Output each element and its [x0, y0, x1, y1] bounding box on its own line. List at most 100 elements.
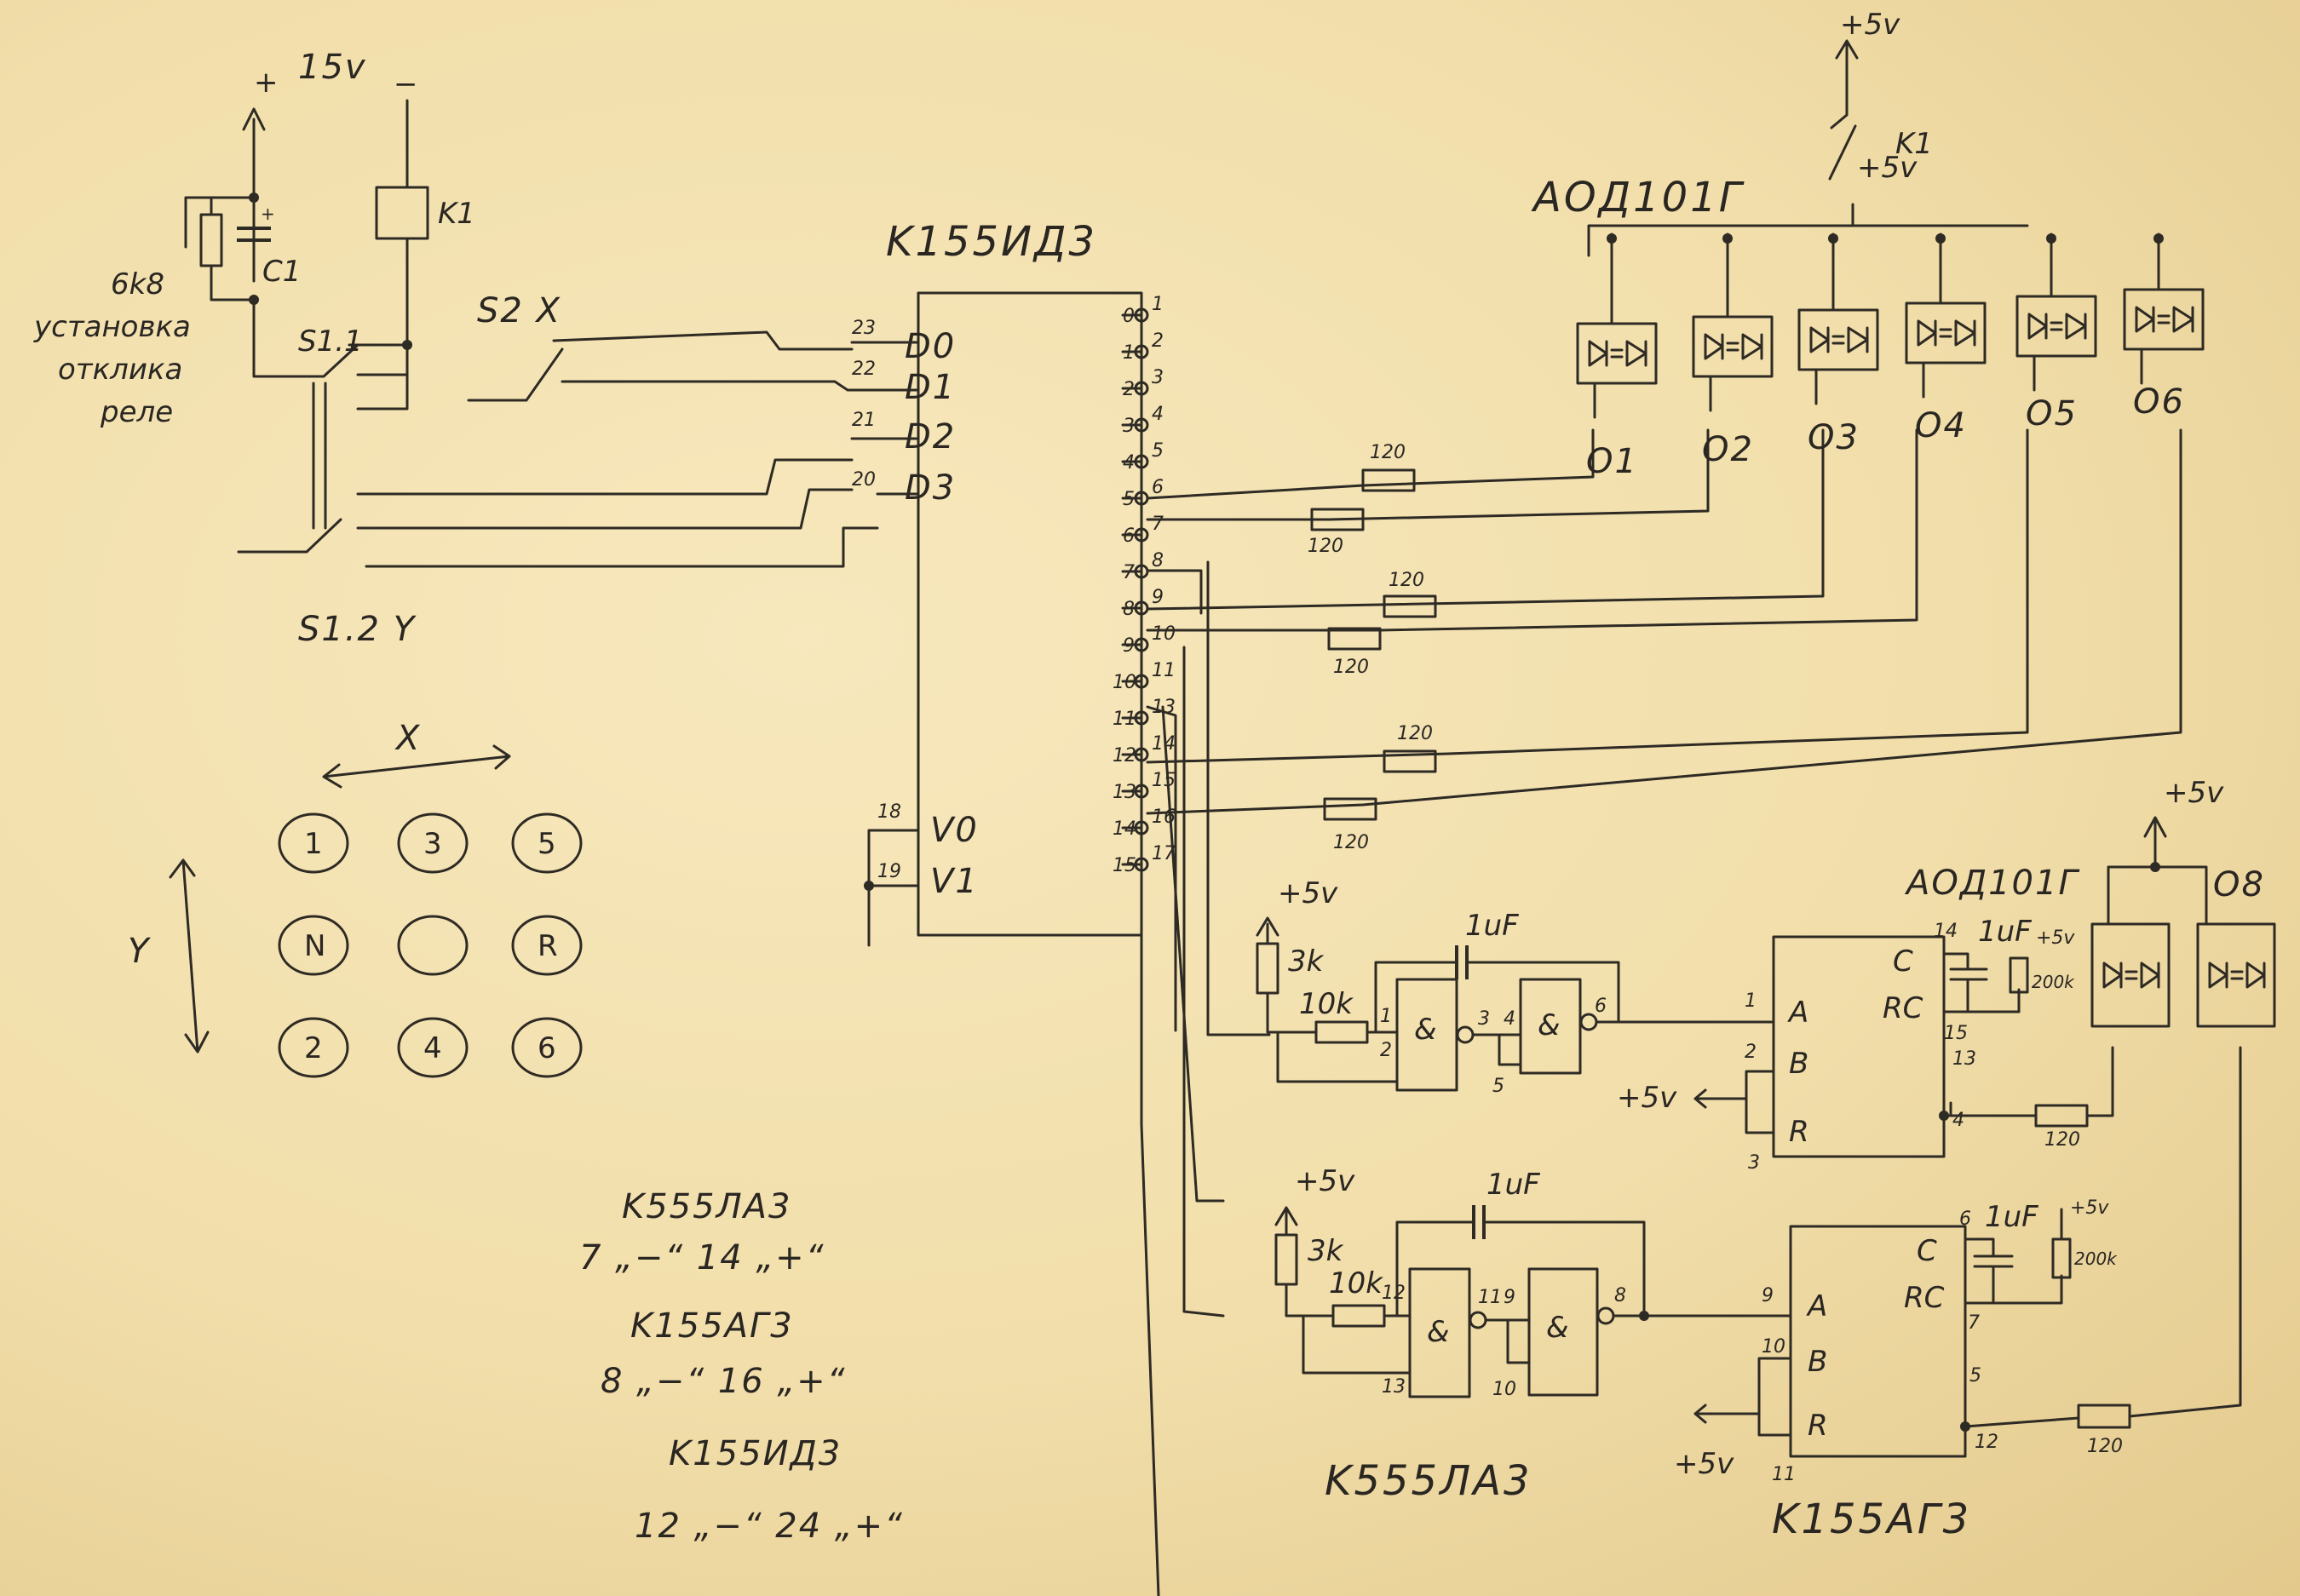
light-arrow-icon: [2157, 314, 2171, 324]
gate-pin: 6: [1595, 996, 1607, 1017]
ag3-pin-number: 3: [1748, 1152, 1760, 1174]
monostable-stage-1: +5v 3k 10k 1uF & & 1 2 3 4 5 6 A B R C R…: [1206, 560, 2114, 1174]
optocoupler-package: [2015, 295, 2097, 358]
keypad-button[interactable]: 3: [397, 812, 469, 874]
led-resistor-label: 120: [2087, 1436, 2123, 1457]
timing-capacitor: [1964, 1237, 2014, 1305]
output-bubble: [1134, 527, 1149, 543]
ag3-pin-number: 1: [1745, 990, 1757, 1012]
keypad-button[interactable]: [397, 915, 469, 976]
button-circle: [397, 915, 469, 976]
optocoupler-package: [1576, 322, 1658, 385]
series-label: 10k: [1329, 1266, 1383, 1300]
keypad-button[interactable]: 2: [278, 1017, 349, 1078]
button-circle: [511, 915, 583, 976]
decoder-output-pin: 8: [1152, 550, 1164, 571]
led-resistor-label: 120: [2044, 1129, 2080, 1151]
decoder-output-pin: 11: [1152, 660, 1176, 681]
keypad-button[interactable]: 6: [511, 1017, 583, 1078]
led-resistor: [1383, 749, 1437, 773]
optocoupler-lead: [1593, 233, 1613, 419]
keypad-button[interactable]: 5: [511, 812, 583, 874]
decoder-output-wire: [1146, 569, 1203, 615]
ag3-pin-letter: A: [1806, 1289, 1827, 1323]
ag3-pin-number: 10: [1762, 1336, 1785, 1358]
decoder-input-pin-number: 22: [852, 359, 876, 380]
ag3-pin-number: 6: [1959, 1208, 1971, 1230]
power-pin-notes: K555ЛА3 7 „−“ 14 „+“ K155АГ3 8 „−“ 16 „+…: [579, 1187, 902, 1546]
decoder-k155id3: K155ИД3 23 D0 22 D1 21 D2 20 D3 18 V0 19…: [850, 218, 2182, 1596]
junction: [1960, 1421, 1970, 1432]
output-bubble: [1134, 381, 1149, 396]
output-bubble: [1134, 784, 1149, 799]
led-icon: [2208, 962, 2228, 989]
ag3-b-r-tie: [1693, 1070, 1775, 1134]
keypad-button[interactable]: N: [278, 915, 349, 976]
tie-v5-label: +5v: [1617, 1081, 1677, 1115]
keypad-button[interactable]: 1: [278, 812, 349, 874]
led-resistor-label: 120: [1333, 832, 1369, 853]
pullup-label: 3k: [1308, 1234, 1344, 1268]
switch-s2-label: S2 X: [477, 291, 561, 330]
decoder-inputs: 23 D0 22 D1 21 D2 20 D3: [852, 318, 956, 508]
pullup-resistor-3k: [1274, 1233, 1298, 1286]
button-label: 6: [538, 1031, 556, 1065]
led-resistor: [1310, 508, 1365, 531]
timing-resistor-label: 200k: [2074, 1249, 2118, 1269]
led-resistor-label: 120: [1389, 570, 1424, 591]
chip-la3-label: K555ЛА3: [1325, 1457, 1532, 1505]
pullup-label: 3k: [1288, 944, 1325, 979]
led-resistor-label: 120: [1370, 442, 1406, 463]
photodiode-icon: [1954, 319, 1976, 347]
nand-gate-d: [1527, 1267, 1599, 1397]
optocoupler-lead: [1709, 233, 1729, 412]
ag3-pin-number: 14: [1934, 921, 1958, 942]
series-resistor-10k: [1314, 1020, 1369, 1044]
optocoupler-bank-bottom: АОД101Г +5v O8: [1904, 776, 2276, 1028]
timing-cap-label: 1uF: [1978, 915, 2032, 949]
inversion-bubble: [1469, 1311, 1487, 1329]
supply-plus-label: +: [254, 66, 279, 100]
led-icon: [1704, 333, 1724, 360]
optocoupler-name: O1: [1586, 442, 1638, 481]
keypad-button[interactable]: R: [511, 915, 583, 976]
ag3-pin-letter: C: [1893, 944, 1913, 979]
optocoupler-name: O2: [1702, 430, 1754, 469]
output-bubble: [1134, 674, 1149, 689]
button-label: 5: [538, 827, 556, 861]
decoder-output-pin: 5: [1152, 440, 1164, 462]
ag3-pin-letter: R: [1808, 1409, 1828, 1443]
decoder-output-pin: 2: [1152, 330, 1164, 352]
stage2-v5-arrow: [1274, 1206, 1298, 1237]
led-resistor: [1383, 594, 1437, 618]
button-label: N: [304, 929, 325, 963]
cap-c1-label: C1: [262, 255, 301, 289]
ag3-pin-number: 12: [1975, 1432, 1998, 1453]
switch-s1-link: [312, 382, 327, 530]
enable-grounding: [867, 829, 920, 947]
light-arrow-icon: [2125, 970, 2138, 980]
led-icon: [2135, 306, 2155, 333]
led-icon: [1588, 340, 1608, 367]
decoder-output-wire: [1146, 428, 2182, 815]
capacitor-c1: [237, 227, 271, 242]
junction: [2153, 233, 2164, 244]
gate-interconnect: [1484, 1314, 1791, 1364]
light-arrow-icon: [2050, 321, 2063, 331]
optocoupler-package: [1905, 301, 1987, 365]
ag3-pin-number: 5: [1969, 1365, 1981, 1386]
note-chip-ag3: K155АГ3: [630, 1306, 794, 1346]
nand-gate-b: [1519, 978, 1582, 1075]
pullup-lead: [1266, 991, 1318, 1034]
timing-wire: [1992, 1208, 2063, 1305]
junction: [1939, 1111, 1949, 1121]
ag3-pin-number: 9: [1762, 1285, 1774, 1306]
pullup-lead: [1285, 1283, 1335, 1318]
decoder-input-pin-number: 23: [852, 318, 876, 339]
decoder-input-name: D1: [905, 368, 956, 407]
light-arrow-icon: [1939, 328, 1952, 338]
junction: [1639, 1311, 1649, 1321]
decoder-input-pin-number: 20: [852, 469, 876, 491]
keypad-button[interactable]: 4: [397, 1017, 469, 1078]
